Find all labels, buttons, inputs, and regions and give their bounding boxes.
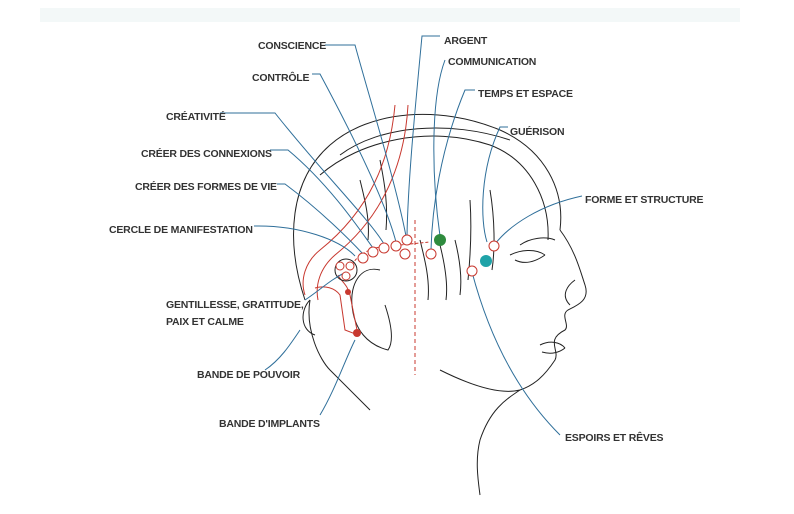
label-creer-formes-vie: CRÉER DES FORMES DE VIE xyxy=(135,180,277,193)
top-band xyxy=(40,8,740,22)
label-creer-connexions: CRÉER DES CONNEXIONS xyxy=(141,147,272,160)
label-creativite: CRÉATIVITÉ xyxy=(166,110,226,123)
label-argent: ARGENT xyxy=(444,35,488,47)
label-bande-pouvoir: BANDE DE POUVOIR xyxy=(197,369,301,381)
guerison-point xyxy=(480,255,492,267)
label-bande-implants: BANDE D'IMPLANTS xyxy=(219,418,320,430)
communication-point xyxy=(434,234,446,246)
leader-lines xyxy=(220,35,583,436)
label-gentillesse-line1: GENTILLESSE, GRATITUDE, xyxy=(166,299,304,311)
label-gentillesse-line2: PAIX ET CALME xyxy=(166,316,244,328)
energy-bands xyxy=(302,104,431,375)
points xyxy=(335,234,500,281)
gratitude-circle xyxy=(334,258,358,282)
implant-point xyxy=(353,329,361,337)
label-communication: COMMUNICATION xyxy=(448,56,536,68)
label-conscience: CONSCIENCE xyxy=(258,40,326,52)
label-temps-espace: TEMPS ET ESPACE xyxy=(478,88,573,100)
label-guerison: GUÉRISON xyxy=(510,125,564,138)
head-drawing xyxy=(293,113,587,496)
label-controle: CONTRÔLE xyxy=(252,71,310,84)
label-forme-structure: FORME ET STRUCTURE xyxy=(585,194,704,206)
label-espoirs-reves: ESPOIRS ET RÊVES xyxy=(565,431,664,444)
label-cercle-manifestation: CERCLE DE MANIFESTATION xyxy=(109,224,253,236)
